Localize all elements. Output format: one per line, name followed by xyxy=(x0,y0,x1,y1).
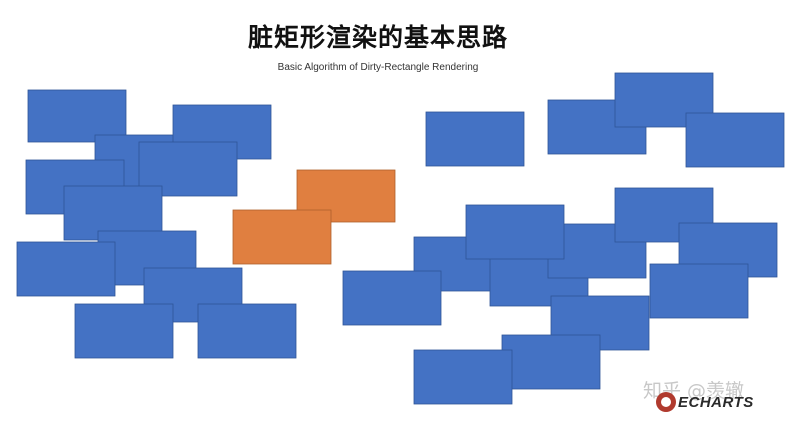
page-title: 脏矩形渲染的基本思路 xyxy=(247,23,508,52)
dirty-rectangle xyxy=(232,209,332,265)
echarts-logo-icon xyxy=(656,392,676,412)
clean-rectangle xyxy=(685,112,785,168)
clean-rectangle xyxy=(649,263,749,319)
clean-rectangle xyxy=(465,204,565,260)
clean-rectangle xyxy=(425,111,525,167)
echarts-logo-text: ECHARTS xyxy=(678,393,754,411)
clean-rectangle xyxy=(16,241,116,297)
clean-rectangle xyxy=(74,303,174,359)
clean-rectangle xyxy=(413,349,513,405)
clean-rectangle xyxy=(27,89,127,143)
clean-rectangle xyxy=(197,303,297,359)
page-subtitle: Basic Algorithm of Dirty-Rectangle Rende… xyxy=(277,62,479,73)
echarts-logo: ECHARTS xyxy=(656,392,754,412)
clean-rectangle xyxy=(501,334,601,390)
clean-rectangle xyxy=(342,270,442,326)
